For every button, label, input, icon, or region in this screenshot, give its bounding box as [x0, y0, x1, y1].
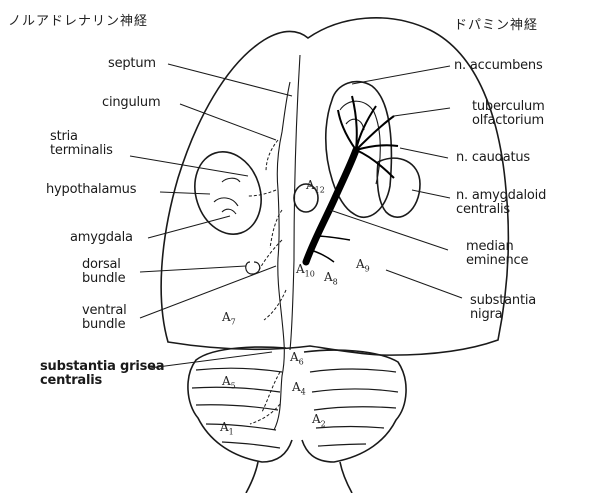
label-ventral-bundle: ventral bundle — [82, 304, 127, 332]
cerebellum-right — [302, 350, 406, 462]
leader-substantia-grisea — [150, 352, 272, 368]
cell-group-a1: A1 — [220, 420, 234, 436]
label-stria-terminalis: stria terminalis — [50, 130, 113, 158]
label-n-amygdaloid-centralis: n. amygdaloid centralis — [456, 189, 546, 217]
label-dorsal-bundle: dorsal bundle — [82, 258, 125, 286]
header-dopamine: ドパミン神経 — [454, 14, 538, 33]
cerebellum-right-folds — [310, 369, 398, 446]
label-tuberculum-olfactorium: tuberculum olfactorium — [472, 100, 545, 128]
cell-group-a6: A6 — [290, 350, 304, 366]
cell-group-a4: A4 — [292, 380, 306, 396]
brainstem-left — [246, 462, 258, 493]
leader-median-eminence — [330, 210, 448, 250]
leader-septum — [168, 64, 292, 96]
leader-dorsal-bundle — [140, 266, 246, 272]
label-cingulum: cingulum — [102, 96, 160, 110]
leader-stria-terminalis — [130, 156, 248, 176]
label-hypothalamus: hypothalamus — [46, 183, 136, 197]
cell-group-a7: A7 — [222, 310, 236, 326]
leader-substantia-nigra — [386, 270, 462, 298]
label-n-accumbens: n. accumbens — [454, 59, 543, 73]
leader-amygdala — [148, 216, 230, 238]
label-substantia-nigra: substantia nigra — [470, 294, 536, 322]
cell-group-a12: A12 — [306, 178, 325, 194]
amygdaloid-area — [377, 158, 420, 217]
noradrenaline-branches — [248, 140, 286, 424]
cell-group-a5: A5 — [222, 374, 236, 390]
leader-hypothalamus — [160, 192, 210, 194]
cell-group-a8: A8 — [324, 270, 338, 286]
hypothalamus-oval — [185, 143, 272, 243]
label-septum: septum — [108, 57, 156, 71]
leader-tuberculum — [394, 108, 450, 116]
leader-n-caudatus — [400, 148, 448, 158]
cell-group-a10: A10 — [296, 262, 315, 278]
hypothalamus-inner — [214, 178, 240, 214]
label-substantia-grisea-centralis: substantia grisea centralis — [40, 360, 164, 388]
label-median-eminence: median eminence — [466, 240, 528, 268]
leader-n-accumbens — [352, 66, 450, 84]
label-n-caudatus: n. caudatus — [456, 151, 530, 165]
cerebellum-left-folds — [192, 368, 282, 448]
brainstem-right — [340, 462, 352, 493]
cell-group-a2: A2 — [312, 412, 326, 428]
dorsal-bundle-loop — [246, 262, 260, 274]
header-noradrenaline: ノルアドレナリン神経 — [8, 10, 148, 29]
label-amygdala: amygdala — [70, 231, 133, 245]
cell-group-a9: A9 — [356, 257, 370, 273]
